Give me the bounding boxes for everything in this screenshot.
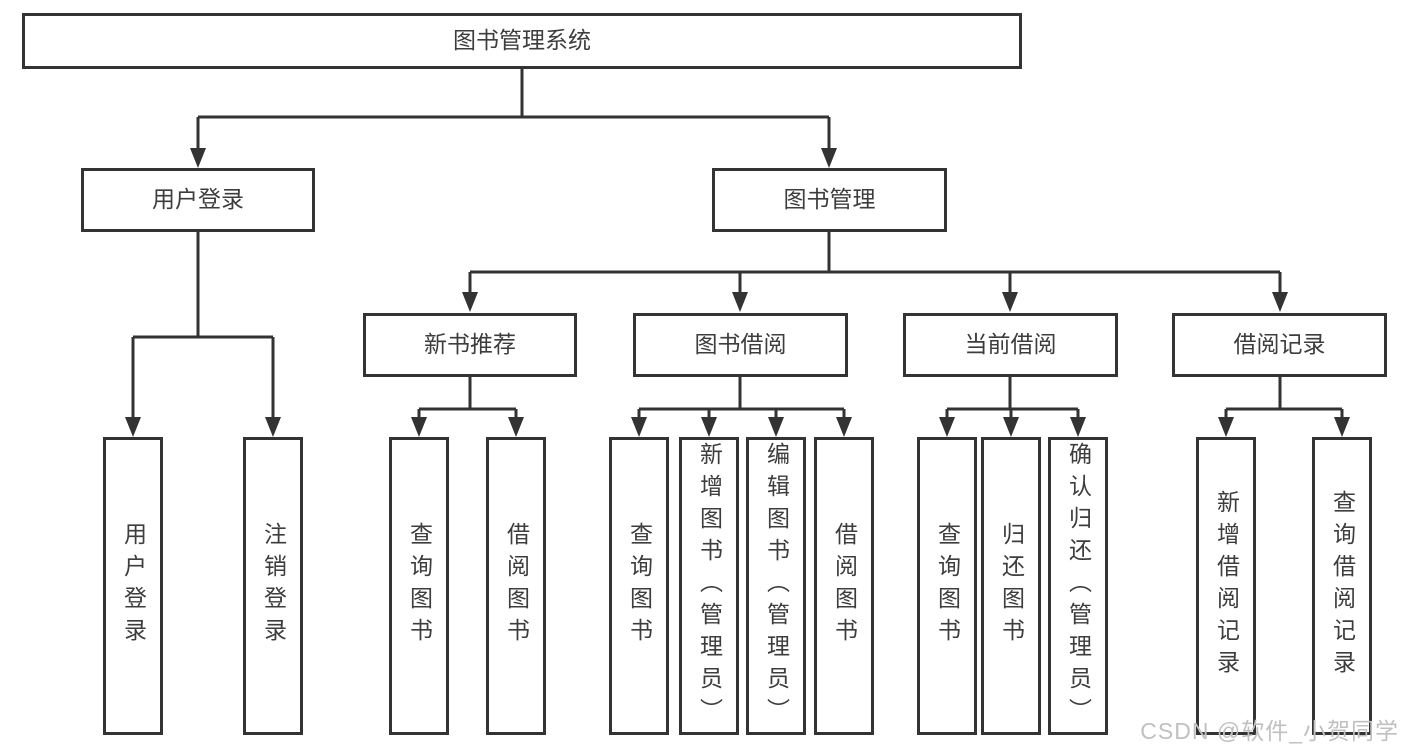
leaf-cb-query-books: 查询图书 bbox=[917, 437, 977, 735]
node-user-login: 用户登录 bbox=[81, 168, 315, 232]
node-new-book-recommend: 新书推荐 bbox=[363, 313, 577, 377]
node-root-library-system: 图书管理系统 bbox=[22, 13, 1022, 69]
leaf-nbr-query-books-label: 查询图书 bbox=[406, 522, 433, 650]
leaf-bb-query-books-label: 查询图书 bbox=[626, 522, 653, 650]
leaf-nbr-query-books: 查询图书 bbox=[389, 437, 449, 735]
leaf-logout: 注销登录 bbox=[243, 437, 303, 735]
node-borrow-records: 借阅记录 bbox=[1172, 313, 1387, 377]
node-new-book-recommend-label: 新书推荐 bbox=[424, 331, 516, 358]
leaf-cb-query-books-label: 查询图书 bbox=[934, 522, 961, 650]
node-book-borrow-label: 图书借阅 bbox=[694, 331, 787, 358]
leaf-logout-label: 注销登录 bbox=[260, 522, 287, 650]
leaf-br-add-record-label: 新增借阅记录 bbox=[1213, 490, 1240, 682]
leaf-cb-return-books: 归还图书 bbox=[981, 437, 1041, 735]
leaf-bb-edit-books-admin: 编辑图书（管理员） bbox=[746, 437, 806, 735]
node-user-login-label: 用户登录 bbox=[152, 186, 244, 213]
node-borrow-records-label: 借阅记录 bbox=[1233, 331, 1326, 358]
leaf-nbr-borrow-books-label: 借阅图书 bbox=[503, 522, 530, 650]
leaf-bb-add-books-admin: 新增图书（管理员） bbox=[679, 437, 739, 735]
leaf-cb-confirm-return-admin: 确认归还（管理员） bbox=[1048, 437, 1108, 735]
leaf-cb-return-books-label: 归还图书 bbox=[998, 522, 1025, 650]
leaf-br-add-record: 新增借阅记录 bbox=[1196, 437, 1256, 735]
leaf-br-query-record-label: 查询借阅记录 bbox=[1329, 490, 1356, 682]
leaf-nbr-borrow-books: 借阅图书 bbox=[486, 437, 546, 735]
node-book-borrow: 图书借阅 bbox=[633, 313, 848, 377]
node-current-borrow: 当前借阅 bbox=[903, 313, 1118, 377]
node-book-management-label: 图书管理 bbox=[783, 186, 876, 213]
node-current-borrow-label: 当前借阅 bbox=[964, 331, 1057, 358]
leaf-bb-edit-books-admin-label: 编辑图书（管理员） bbox=[763, 442, 790, 730]
leaf-bb-borrow-books: 借阅图书 bbox=[814, 437, 874, 735]
leaf-bb-add-books-admin-label: 新增图书（管理员） bbox=[696, 442, 723, 730]
node-root-label: 图书管理系统 bbox=[453, 27, 591, 54]
leaf-bb-query-books: 查询图书 bbox=[609, 437, 669, 735]
leaf-cb-confirm-return-admin-label: 确认归还（管理员） bbox=[1065, 442, 1092, 730]
leaf-br-query-record: 查询借阅记录 bbox=[1312, 437, 1372, 735]
leaf-user-login: 用户登录 bbox=[103, 437, 163, 735]
arrowhead-icons bbox=[125, 148, 1350, 437]
leaf-bb-borrow-books-label: 借阅图书 bbox=[831, 522, 858, 650]
csdn-watermark: CSDN @软件_小贺同学 bbox=[1140, 718, 1399, 744]
leaf-user-login-label: 用户登录 bbox=[120, 522, 147, 650]
node-book-management: 图书管理 bbox=[712, 168, 947, 232]
